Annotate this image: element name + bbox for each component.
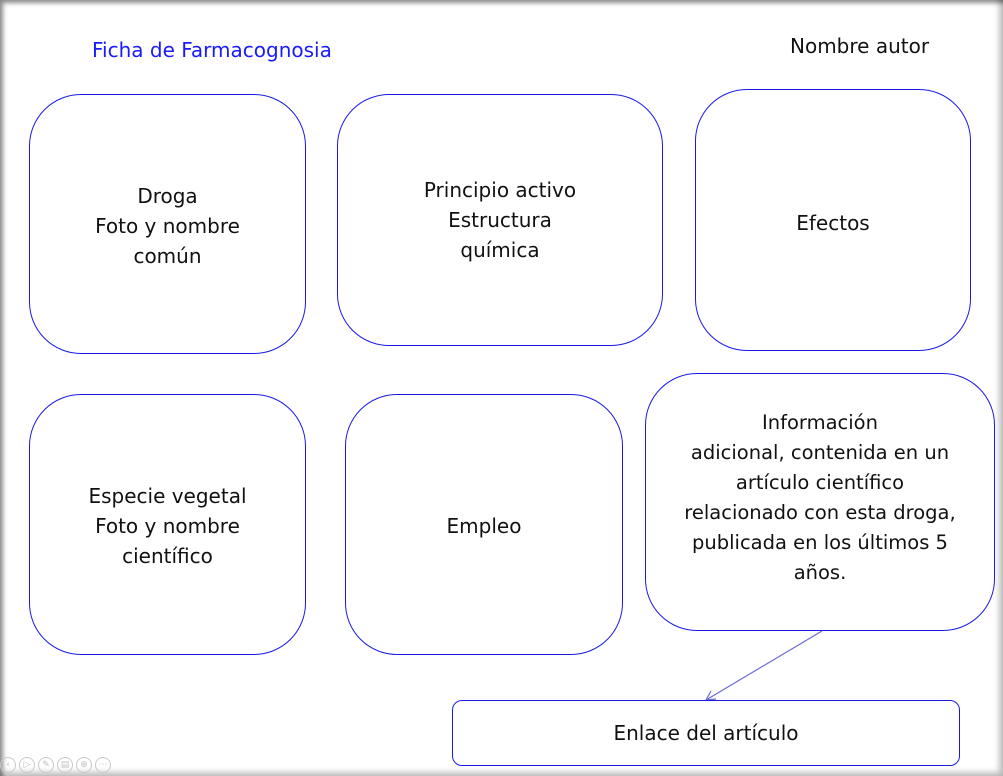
principio-activo-box: Principio activo Estructura química xyxy=(337,94,663,346)
droga-box: Droga Foto y nombre común xyxy=(29,94,306,354)
more-icon[interactable]: ⋯ xyxy=(95,757,111,773)
especie-vegetal-label: Especie vegetal Foto y nombre científico xyxy=(88,484,247,568)
efectos-label: Efectos xyxy=(796,211,870,235)
empleo-label: Empleo xyxy=(446,514,522,538)
slide-title: Ficha de Farmacognosia xyxy=(92,38,332,62)
informacion-adicional-label: Información adicional, contenida en un a… xyxy=(684,411,956,584)
especie-vegetal-box: Especie vegetal Foto y nombre científico xyxy=(29,394,306,655)
informacion-adicional-box: Información adicional, contenida en un a… xyxy=(645,373,995,631)
presentation-toolbar: ‹ ▷ ✎ ▤ ⊕ ⋯ xyxy=(0,757,111,775)
zoom-icon[interactable]: ⊕ xyxy=(76,757,92,773)
connector-arrowhead xyxy=(704,690,717,701)
principio-activo-label: Principio activo Estructura química xyxy=(423,178,577,262)
slides-icon[interactable]: ▤ xyxy=(57,757,73,773)
empleo-box: Empleo xyxy=(345,394,623,655)
connector-line xyxy=(705,630,823,701)
play-icon[interactable]: ▷ xyxy=(19,757,35,773)
enlace-articulo-label: Enlace del artículo xyxy=(613,721,799,745)
prev-icon[interactable]: ‹ xyxy=(0,757,16,773)
pen-icon[interactable]: ✎ xyxy=(38,757,54,773)
enlace-articulo-box: Enlace del artículo xyxy=(452,700,960,766)
efectos-box: Efectos xyxy=(695,89,971,351)
author-name: Nombre autor xyxy=(790,34,930,58)
droga-label: Droga Foto y nombre común xyxy=(95,184,240,268)
